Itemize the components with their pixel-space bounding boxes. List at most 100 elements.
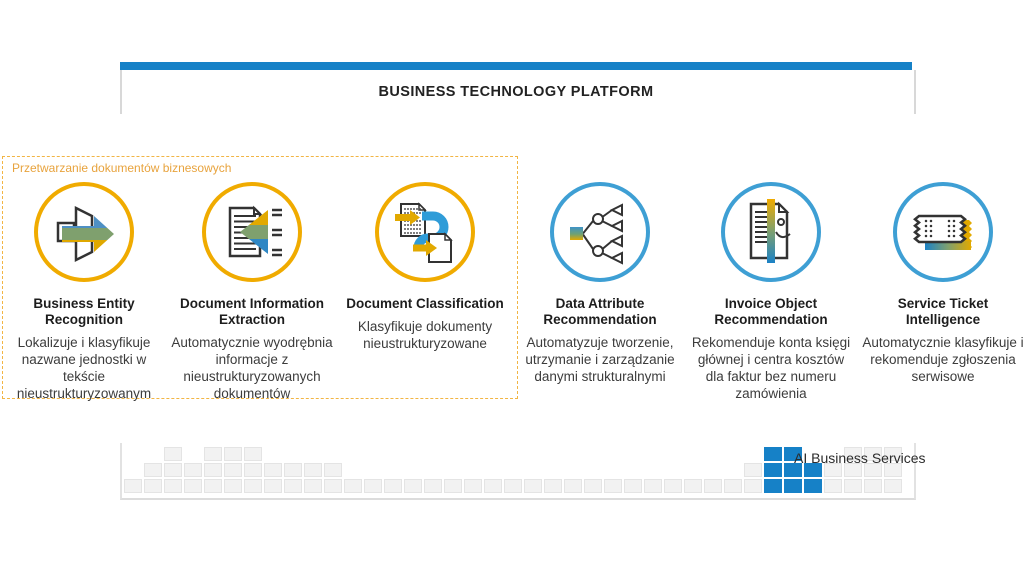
- service-title: Document Information Extraction: [180, 296, 324, 327]
- decor-pixel-square: [244, 479, 262, 493]
- decor-pixel-square: [484, 479, 502, 493]
- decor-pixel-square: [884, 447, 902, 461]
- service-title: Data Attribute Recommendation: [543, 296, 657, 327]
- service-description: Rekomenduje konta księgi głównej i centr…: [691, 335, 851, 401]
- service-title: Document Classification: [346, 296, 504, 311]
- decor-pixel-square: [644, 479, 662, 493]
- decor-pixel-square: [504, 479, 522, 493]
- decor-pixel-square: [824, 463, 842, 477]
- decor-pixel-square: [884, 479, 902, 493]
- decor-pixel-square: [844, 463, 862, 477]
- decor-pixel-square: [564, 479, 582, 493]
- service-title: Service Ticket Intelligence: [897, 296, 989, 327]
- decor-pixel-square: [524, 479, 542, 493]
- brand-pixel-square: [804, 479, 822, 493]
- service-invoice-object-recommendation: Invoice Object Recommendation Rekomenduj…: [687, 182, 855, 402]
- service-ring: [375, 182, 475, 282]
- decor-pixel-square: [444, 479, 462, 493]
- document-processing-group-box: Przetwarzanie dokumentów biznesowych: [2, 156, 518, 399]
- decor-pixel-square: [864, 463, 882, 477]
- decor-pixel-square: [244, 463, 262, 477]
- decor-pixel-square: [364, 479, 382, 493]
- decor-pixel-square: [344, 479, 362, 493]
- decor-pixel-square: [244, 447, 262, 461]
- service-description: Automatycznie wyodrębnia informacje z ni…: [171, 335, 333, 401]
- decor-pixel-square: [224, 447, 242, 461]
- brand-pixel-square: [804, 463, 822, 477]
- decor-pixel-square: [284, 463, 302, 477]
- decor-pixel-square: [204, 463, 222, 477]
- service-title: Business Entity Recognition: [33, 296, 135, 327]
- decor-pixel-square: [844, 447, 862, 461]
- brand-pixel-square: [784, 447, 802, 461]
- decor-pixel-square: [184, 479, 202, 493]
- service-ring: [721, 182, 821, 282]
- service-ring: [202, 182, 302, 282]
- decor-pixel-square: [164, 479, 182, 493]
- decor-pixel-square: [324, 479, 342, 493]
- decor-pixel-square: [744, 479, 762, 493]
- brand-pixel-square: [764, 447, 782, 461]
- decision-tree-icon: [570, 203, 623, 265]
- decor-pixel-square: [164, 463, 182, 477]
- group-box-label: Przetwarzanie dokumentów biznesowych: [12, 161, 232, 175]
- service-business-entity-recognition: Business Entity Recognition Lokalizuje i…: [2, 182, 166, 402]
- service-ring: [34, 182, 134, 282]
- pixel-grid: [122, 443, 914, 498]
- service-data-attribute-recommendation: Data Attribute Recommendation Automatyzu…: [516, 182, 684, 385]
- footer-panel: AI Business Services: [120, 443, 926, 500]
- decor-pixel-square: [604, 479, 622, 493]
- decor-pixel-square: [204, 479, 222, 493]
- decor-pixel-square: [464, 479, 482, 493]
- decor-pixel-square: [584, 479, 602, 493]
- decor-pixel-square: [124, 479, 142, 493]
- document-funnel-icon: [228, 205, 282, 258]
- decor-pixel-square: [424, 479, 442, 493]
- decor-pixel-square: [404, 479, 422, 493]
- decor-pixel-square: [144, 479, 162, 493]
- brand-pixel-square: [784, 463, 802, 477]
- decor-pixel-square: [164, 447, 182, 461]
- decor-pixel-square: [824, 479, 842, 493]
- service-description: Automatycznie klasyfikuje i rekomenduje …: [862, 335, 1024, 384]
- service-description: Automatyzuje tworzenie, utrzymanie i zar…: [525, 335, 675, 384]
- brand-pixel-square: [784, 479, 802, 493]
- decor-pixel-square: [184, 463, 202, 477]
- page-title: BUSINESS TECHNOLOGY PLATFORM: [378, 84, 654, 100]
- decor-pixel-square: [624, 479, 642, 493]
- decor-pixel-square: [704, 479, 722, 493]
- decor-pixel-square: [884, 463, 902, 477]
- service-service-ticket-intelligence: Service Ticket Intelligence Automatyczni…: [859, 182, 1024, 385]
- decor-pixel-square: [664, 479, 682, 493]
- decor-pixel-square: [324, 463, 342, 477]
- invoice-document-icon: [749, 199, 791, 263]
- brand-pixel-square: [764, 463, 782, 477]
- service-document-classification: Document Classification Klasyfikuje doku…: [343, 182, 507, 352]
- decor-pixel-square: [144, 463, 162, 477]
- decor-pixel-square: [864, 479, 882, 493]
- header-accent-bar: [120, 62, 912, 70]
- decor-pixel-square: [844, 479, 862, 493]
- door-arrow-icon: [56, 205, 114, 263]
- decor-pixel-square: [864, 447, 882, 461]
- decor-pixel-square: [264, 479, 282, 493]
- footer-label: AI Business Services: [794, 450, 926, 466]
- decor-pixel-square: [284, 479, 302, 493]
- decor-pixel-square: [724, 479, 742, 493]
- brand-pixel-square: [764, 479, 782, 493]
- decor-pixel-square: [204, 447, 222, 461]
- decor-pixel-square: [224, 463, 242, 477]
- decor-pixel-square: [264, 463, 282, 477]
- decor-pixel-square: [544, 479, 562, 493]
- service-description: Lokalizuje i klasyfikuje nazwane jednost…: [16, 335, 152, 401]
- service-title: Invoice Object Recommendation: [714, 296, 828, 327]
- decor-pixel-square: [384, 479, 402, 493]
- document-flow-icon: [395, 202, 453, 263]
- header-panel: [120, 70, 916, 114]
- decor-pixel-square: [744, 463, 762, 477]
- decor-pixel-square: [304, 479, 322, 493]
- decor-pixel-square: [304, 463, 322, 477]
- decor-pixel-square: [224, 479, 242, 493]
- service-ring: [893, 182, 993, 282]
